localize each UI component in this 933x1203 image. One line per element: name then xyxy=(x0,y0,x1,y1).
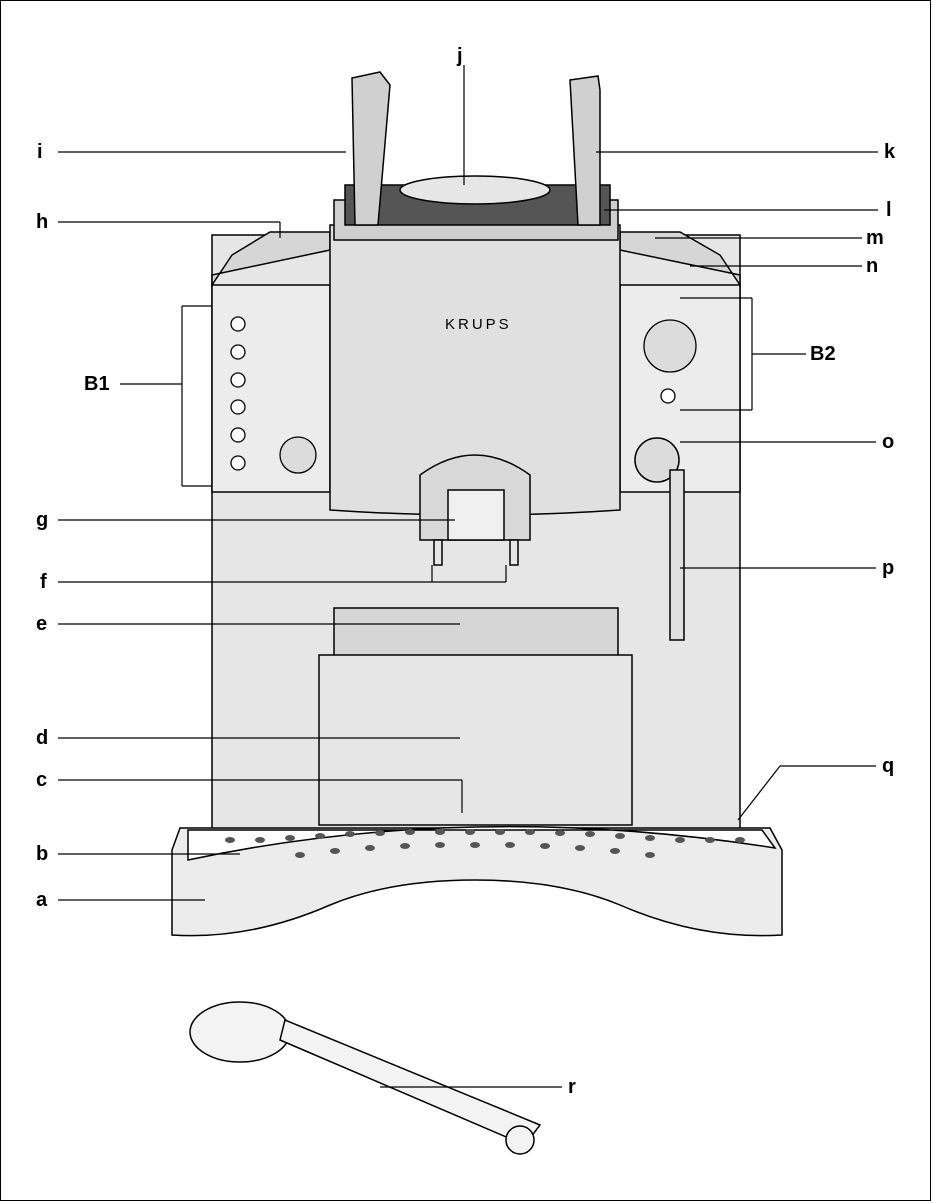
callout-label-h: h xyxy=(36,211,49,233)
callout-label-e: e xyxy=(36,613,48,635)
right-handle xyxy=(569,75,601,226)
drip-grid xyxy=(187,825,777,861)
callout-label-j: j xyxy=(457,45,463,67)
spoon-handle xyxy=(279,1018,542,1146)
callout-label-n: n xyxy=(866,255,879,277)
callout-label-g: g xyxy=(36,509,49,531)
callout-label-m: m xyxy=(866,227,884,249)
callout-label-f: f xyxy=(40,571,47,593)
callout-label-q: q xyxy=(882,755,895,777)
callout-label-k: k xyxy=(884,141,896,163)
main-dial xyxy=(643,319,697,373)
button-b1-5 xyxy=(230,427,246,443)
button-b1-3 xyxy=(230,372,246,388)
callout-label-c: c xyxy=(36,769,48,791)
callout-label-b2: B2 xyxy=(810,343,836,365)
button-b1-4 xyxy=(230,399,246,415)
button-b1-2 xyxy=(230,344,246,360)
brand-logo: KRUPS xyxy=(445,316,512,333)
callout-label-r: r xyxy=(568,1076,576,1098)
callout-label-i: i xyxy=(37,141,43,163)
callout-label-o: o xyxy=(882,431,895,453)
callout-label-b: b xyxy=(36,843,49,865)
drip-container xyxy=(318,654,633,826)
callout-label-l: l xyxy=(886,199,892,221)
callout-label-a: a xyxy=(36,889,48,911)
steam-nozzle xyxy=(669,469,685,641)
left-handle xyxy=(351,71,391,226)
button-b1-1 xyxy=(230,316,246,332)
steam-knob xyxy=(634,437,680,483)
drip-tray xyxy=(171,827,783,937)
callout-label-d: d xyxy=(36,727,49,749)
button-b1-6 xyxy=(230,455,246,471)
bean-cover xyxy=(399,175,551,205)
callout-label-p: p xyxy=(882,557,895,579)
button-b2 xyxy=(660,388,676,404)
control-panel-b2 xyxy=(619,284,741,493)
grounds-opening xyxy=(333,607,619,659)
spout-head xyxy=(447,489,505,541)
strength-dial xyxy=(279,436,317,474)
callout-label-b1: B1 xyxy=(84,373,110,395)
